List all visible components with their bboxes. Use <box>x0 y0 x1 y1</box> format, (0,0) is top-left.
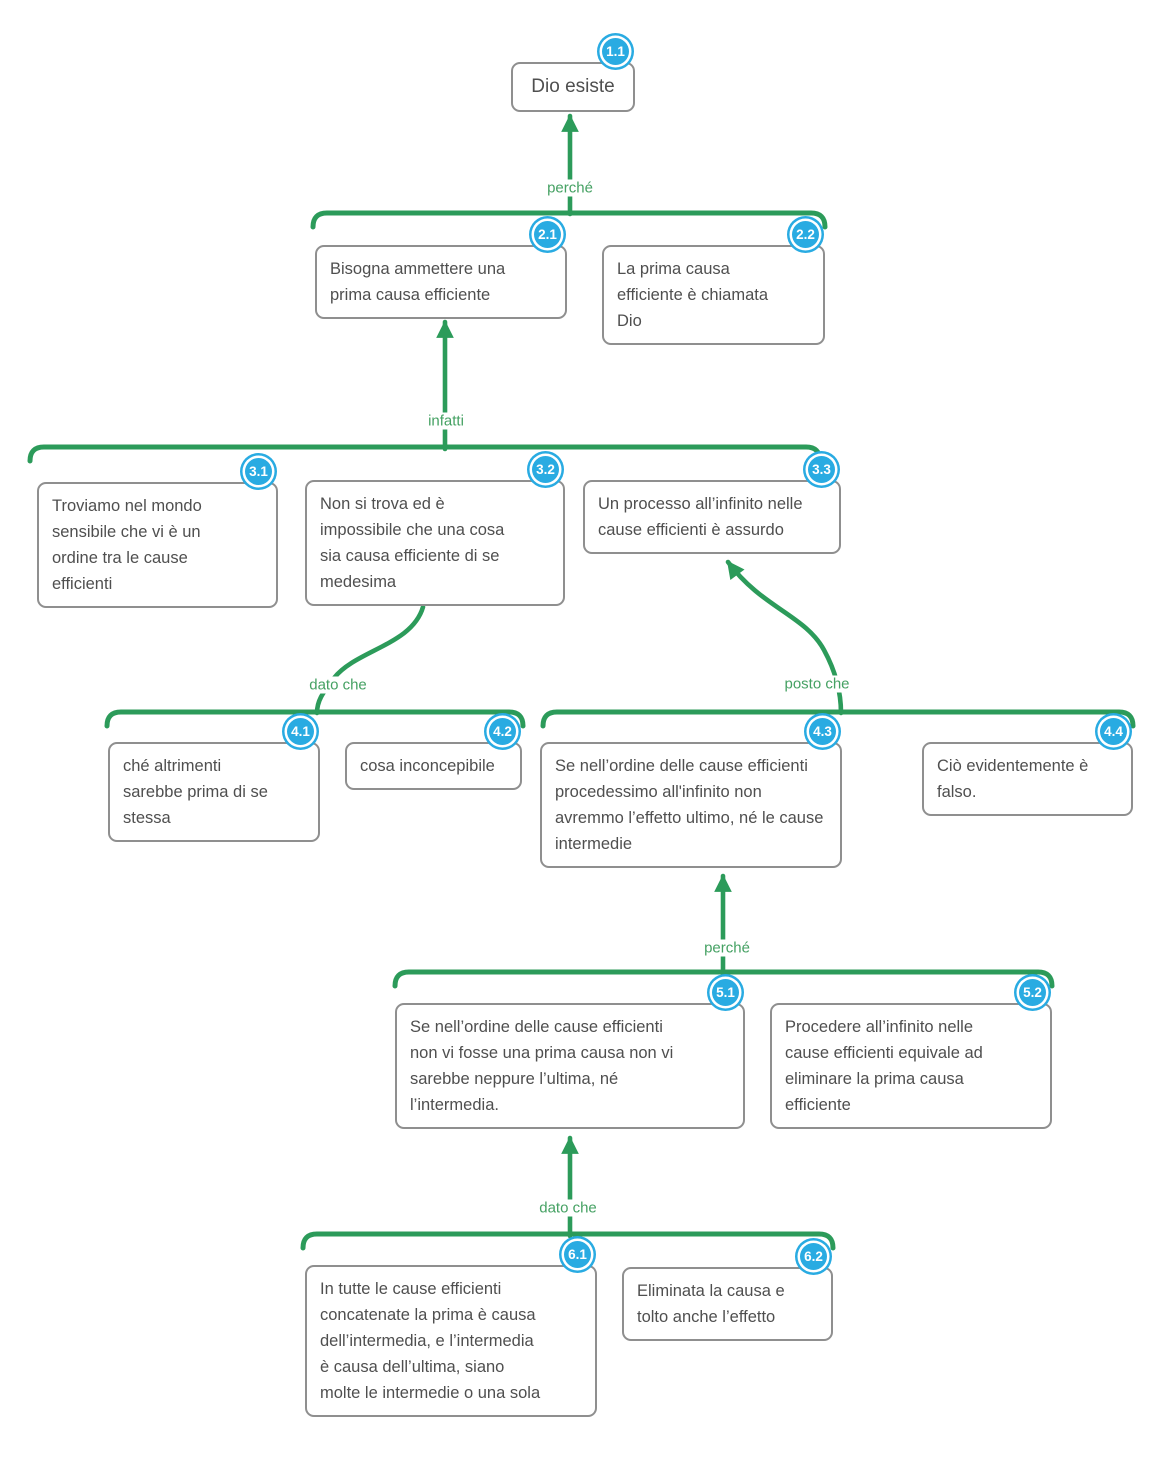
node-5-1[interactable]: 5.1 Se nell’ordine delle cause efficient… <box>395 979 745 1129</box>
node-4-2[interactable]: 4.2 cosa inconcepibile <box>345 718 522 790</box>
node-4-4-text: Ciò evidentemente è falso. <box>937 757 1089 801</box>
node-2-2-text: La prima causa efficiente è chiamata Dio <box>617 260 769 330</box>
badge-3-1: 3.1 <box>245 458 272 485</box>
badge-3-3: 3.3 <box>808 456 835 483</box>
node-3-3-text: Un processo all’infinito nelle cause eff… <box>598 495 803 539</box>
bracket-level-4-right <box>540 709 1136 729</box>
badge-2-2: 2.2 <box>792 221 819 248</box>
node-4-3-text: Se nell’ordine delle cause efficienti pr… <box>555 757 824 853</box>
node-4-1-text: ché altrimenti sarebbe prima di se stess… <box>123 757 268 827</box>
node-4-4[interactable]: 4.4 Ciò evidentemente è falso. <box>922 718 1133 816</box>
node-5-1-text: Se nell’ordine delle cause efficienti no… <box>410 1018 674 1114</box>
edge-label-posto-che: posto che <box>780 675 854 693</box>
badge-4-1: 4.1 <box>287 718 314 745</box>
node-6-2-text: Eliminata la causa e tolto anche l’effet… <box>637 1282 785 1326</box>
node-2-2[interactable]: 2.2 La prima causa efficiente è chiamata… <box>602 221 825 345</box>
node-6-1-text: In tutte le cause efficienti concatenate… <box>320 1280 541 1402</box>
node-5-2[interactable]: 5.2 Procedere all’infinito nelle cause e… <box>770 979 1052 1129</box>
curve-to-node-3-2 <box>314 604 426 716</box>
badge-3-2: 3.2 <box>532 456 559 483</box>
node-2-1[interactable]: 2.1 Bisogna ammettere una prima causa ef… <box>315 221 567 319</box>
badge-2-1: 2.1 <box>534 221 561 248</box>
badge-1-1: 1.1 <box>602 38 629 65</box>
node-1-1-text: Dio esiste <box>531 76 615 97</box>
node-1-1[interactable]: 1.1 Dio esiste <box>511 38 635 112</box>
badge-4-4: 4.4 <box>1100 718 1127 745</box>
node-3-2-text: Non si trova ed è impossibile che una co… <box>320 495 505 591</box>
badge-6-1: 6.1 <box>564 1241 591 1268</box>
badge-6-2: 6.2 <box>800 1243 827 1270</box>
node-4-3[interactable]: 4.3 Se nell’ordine delle cause efficient… <box>540 718 842 868</box>
node-2-1-text: Bisogna ammettere una prima causa effici… <box>330 260 506 304</box>
node-4-2-text: cosa inconcepibile <box>360 757 495 775</box>
edge-label-perche-2: perché <box>700 939 754 957</box>
badge-5-1: 5.1 <box>712 979 739 1006</box>
node-3-2[interactable]: 3.2 Non si trova ed è impossibile che un… <box>305 456 565 606</box>
badge-5-2: 5.2 <box>1019 979 1046 1006</box>
badge-4-3: 4.3 <box>809 718 836 745</box>
edge-label-perche-1: perché <box>543 179 597 197</box>
node-6-1[interactable]: 6.1 In tutte le cause efficienti concate… <box>305 1241 597 1417</box>
edge-label-infatti: infatti <box>424 412 468 430</box>
node-3-1[interactable]: 3.1 Troviamo nel mondo sensibile che vi … <box>37 458 278 608</box>
node-6-2[interactable]: 6.2 Eliminata la causa e tolto anche l’e… <box>622 1243 833 1341</box>
node-4-1[interactable]: 4.1 ché altrimenti sarebbe prima di se s… <box>108 718 320 842</box>
node-5-2-text: Procedere all’infinito nelle cause effic… <box>785 1018 983 1114</box>
badge-4-2: 4.2 <box>489 718 516 745</box>
bracket-level-3 <box>27 444 823 464</box>
edge-label-dato-che-2: dato che <box>535 1199 601 1217</box>
node-3-3[interactable]: 3.3 Un processo all’infinito nelle cause… <box>583 456 841 554</box>
node-3-1-text: Troviamo nel mondo sensibile che vi è un… <box>52 497 202 593</box>
edge-label-dato-che-1: dato che <box>305 676 371 694</box>
